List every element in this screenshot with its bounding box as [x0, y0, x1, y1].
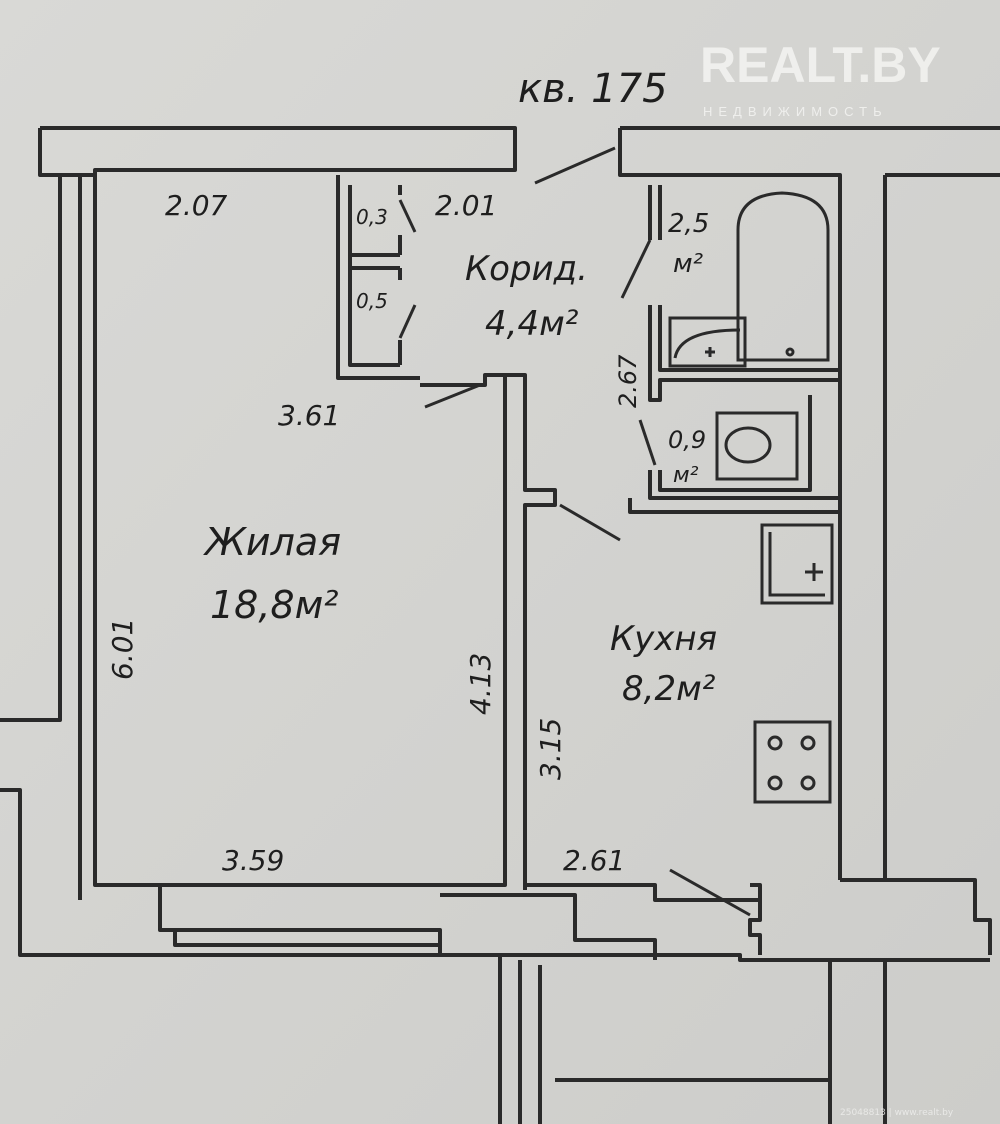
walls [0, 126, 1000, 1124]
bath-sink-faucet [705, 347, 715, 357]
toilet-walls [648, 395, 840, 500]
stove [753, 720, 832, 804]
stove-burner [767, 735, 783, 751]
living-room-area: 18,8м² [210, 583, 339, 627]
closet-inner [348, 185, 400, 367]
bath-drain [785, 347, 795, 357]
balcony-rail [555, 960, 887, 1124]
toilet-area-unit: м² [673, 463, 699, 488]
watermark-tagline: НЕДВИЖИМОСТЬ [703, 104, 888, 119]
kitchen-window-leader [669, 868, 751, 917]
dim-kitchen-left: 3.15 [534, 718, 567, 780]
closet-upper-area: 0,3 [356, 205, 388, 229]
entry-door-swing [534, 146, 616, 185]
closet-upper-door [398, 199, 417, 233]
kitchen-window-wall [748, 878, 992, 955]
top-left-corner [38, 128, 60, 177]
top-right-wall [618, 126, 1000, 880]
dim-corridor-top: 2.01 [435, 189, 497, 222]
bathroom-area-value: 2,5 [668, 209, 709, 239]
dim-living-left: 6.01 [106, 618, 139, 680]
dim-living-mid: 3.61 [278, 399, 340, 432]
closet-wall [336, 175, 420, 380]
closet-lower-area: 0,5 [356, 289, 388, 313]
watermark-brand: REALT.BY [700, 37, 941, 93]
dim-living-right: 4.13 [464, 653, 497, 715]
bath-bottom-wall [648, 305, 840, 402]
bottom-mid-band [440, 893, 657, 960]
kitchen-door-swing [559, 503, 621, 542]
dim-living-top: 2.07 [165, 189, 228, 222]
toilet-tank [715, 411, 799, 481]
kitchen-area: 8,2м² [622, 669, 716, 709]
balcony-left [498, 955, 542, 1124]
balcony-top [440, 953, 990, 962]
toilet-area-value: 0,9 [668, 426, 706, 454]
closet-divider [350, 253, 400, 270]
stove-burner [767, 775, 783, 791]
bathroom-area-unit: м² [673, 249, 703, 279]
kitchen-sink [760, 523, 834, 605]
stove-burner [800, 735, 816, 751]
dim-corridor-right: 2.67 [614, 354, 642, 408]
corridor-area: 4,4м² [485, 304, 579, 344]
living-room-name: Жилая [203, 520, 341, 564]
kitchen-bottom-wall [525, 883, 760, 902]
bathtub [736, 191, 830, 362]
bath-sink-bowl [673, 328, 741, 359]
kitchen-sink-faucet [805, 563, 823, 581]
bath-sink [668, 316, 747, 368]
bath-door-jamb [648, 185, 662, 240]
bath-inner-wall [658, 305, 840, 372]
dim-kitchen-bottom: 2.61 [563, 844, 625, 877]
toilet-door-swing [638, 419, 657, 466]
footer-code: 25048813 | www.realt.by [840, 1108, 954, 1118]
corridor-name: Корид. [465, 249, 588, 289]
kitchen-sink-basin [768, 532, 825, 597]
living-door-swing [424, 383, 481, 409]
partition-wall [505, 373, 557, 890]
neighbor-wall [883, 173, 1000, 880]
kitchen-top-wall [628, 498, 840, 514]
closet-lower-door [398, 304, 417, 339]
top-left-wall [0, 126, 517, 722]
bottom-window-line [173, 930, 440, 947]
apartment-number: кв. 175 [518, 66, 668, 112]
fixtures [668, 191, 834, 804]
bath-door-swing [620, 239, 652, 299]
kitchen-name: Кухня [610, 619, 717, 659]
toilet-bowl [724, 426, 772, 464]
stove-burner [800, 775, 816, 791]
dim-living-bottom: 3.59 [222, 844, 284, 877]
door-swings [398, 146, 751, 917]
